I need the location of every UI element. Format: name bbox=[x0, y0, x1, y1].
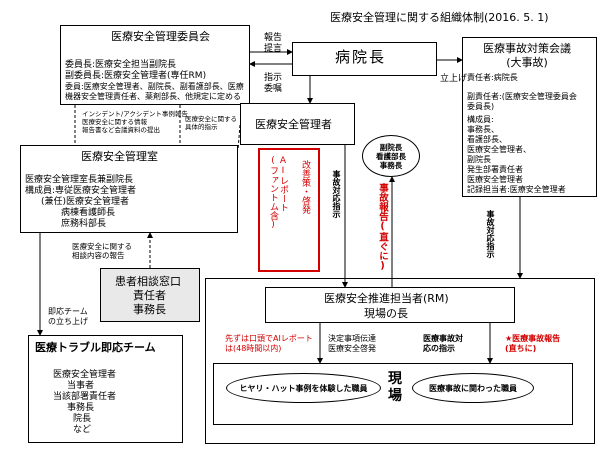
countermeasure-vice: 副責任者:(医療安全管理委員会 委員長) bbox=[467, 92, 577, 111]
trouble-team-line-2: 当事者 bbox=[67, 381, 95, 391]
safety-office-line-5: 庶務科部長 bbox=[61, 219, 107, 229]
vice-group-oval: 副院長 看護部長 事務長 bbox=[362, 135, 420, 177]
countermeasure-members-head: 構成員: bbox=[467, 115, 494, 124]
safety-manager: 医療安全管理者 bbox=[255, 118, 332, 131]
decision: 決定事項伝達 医療安全啓発 bbox=[328, 334, 376, 353]
countermeasure-member-6: 医療安全管理者 bbox=[467, 175, 523, 184]
field-label: 現 場 bbox=[388, 371, 402, 404]
involved-oval: 医療事故に関わった職員 bbox=[412, 373, 534, 403]
nearmiss-oval: ヒヤリ・ハット事例を体験した職員 bbox=[226, 373, 381, 403]
oral-first: 先ずは口頭でAIレポート は(48時間以内) bbox=[225, 334, 313, 353]
patient-window-line-1: 責任者 bbox=[133, 289, 166, 302]
safety-office-line-1: 医療安全管理室長兼副院長 bbox=[25, 175, 134, 185]
trouble-team-line-3: 当該部署責任者 bbox=[53, 392, 117, 402]
rm-sub: 現場の長 bbox=[364, 307, 408, 320]
star-report: ★医療事故報告 (直ちに) bbox=[505, 334, 561, 353]
accident-response-1: 事故対応指示 bbox=[332, 170, 341, 218]
report-label: 報告 提言 bbox=[264, 33, 283, 54]
countermeasure-member-2: 看護部長、 bbox=[467, 135, 507, 144]
countermeasure-title: 医療事故対策会議 (大事故) bbox=[483, 42, 571, 69]
instruction-note: 医療安全に関する 具体的指示 bbox=[185, 115, 237, 131]
trouble-team-line-4: 事務長 bbox=[67, 403, 95, 413]
safety-office-box: 医療安全管理室 医療安全管理室長兼副院長 構成員:専従医療安全管理者 (兼任)医… bbox=[20, 145, 238, 233]
improvement: 改善策・啓発 bbox=[300, 160, 310, 214]
rm-title: 医療安全推進担当者(RM) bbox=[324, 292, 449, 305]
committee-line-1: 委員長:医療安全担当副院長 bbox=[65, 60, 177, 70]
countermeasure-member-7: 記録担当者:医療安全管理者 bbox=[467, 185, 566, 194]
committee-title: 医療安全管理委員会 bbox=[111, 30, 210, 43]
countermeasure-member-5: 発生部署責任者 bbox=[467, 165, 523, 174]
patient-window-line-2: 事務長 bbox=[133, 303, 166, 316]
tateage-label: 立上げ bbox=[440, 74, 468, 84]
accident-report: 事故報告(直ぐに) bbox=[377, 183, 388, 272]
rm-box: 医療安全推進担当者(RM) 現場の長 bbox=[265, 287, 515, 323]
trouble-team-line-1: 医療安全管理者 bbox=[53, 370, 117, 380]
ai-report: AIレポート (ファントム含) bbox=[268, 156, 288, 230]
safety-manager-box: 医療安全管理者 bbox=[240, 103, 355, 145]
incident-note: インシデント/アクシデント事例報告 医療安全に関する情報 報告書など会議資料の提… bbox=[82, 110, 188, 134]
countermeasure-member-1: 事務長、 bbox=[467, 125, 499, 134]
chart-title: 医療安全管理に関する組織体制(2016. 5. 1) bbox=[330, 11, 549, 24]
trouble-team-line-5: 院長 bbox=[73, 414, 92, 424]
committee-line-4: 機器安全管理責任者、薬剤部長、他規定に定める bbox=[65, 92, 241, 101]
safety-office-title: 医療安全管理室 bbox=[81, 150, 158, 163]
rapid-launch: 即応チーム の立ち上げ bbox=[48, 307, 88, 326]
instruction-label: 指示 委嘱 bbox=[264, 73, 283, 94]
countermeasure-member-4: 副院長 bbox=[467, 155, 491, 164]
safety-office-line-2: 構成員:専従医療安全管理者 bbox=[25, 186, 137, 196]
accident-response-2: 事故対応指示 bbox=[486, 210, 495, 258]
committee-line-3: 委員:医療安全管理者、副院長、副看護部長、医療 bbox=[65, 82, 244, 91]
safety-office-line-4: 病棟看護師長 bbox=[61, 208, 116, 218]
countermeasure-member-3: 医療安全管理者、 bbox=[467, 145, 531, 154]
trouble-team-box: 医療トラブル即応チーム 医療安全管理者 当事者 当該部署責任者 事務長 院長 な… bbox=[28, 335, 183, 443]
countermeasure-box: 医療事故対策会議 (大事故) 責任者:病院長 副責任者:(医療安全管理委員会 委… bbox=[462, 37, 597, 197]
trouble-team-line-6: など bbox=[73, 425, 92, 435]
patient-window-title: 患者相談窓口 bbox=[115, 275, 181, 288]
trouble-team-title: 医療トラブル即応チーム bbox=[35, 341, 156, 354]
safety-office-line-3: (兼任)医療安全管理者 bbox=[41, 197, 130, 207]
ai-report-box: AIレポート (ファントム含) 改善策・啓発 bbox=[258, 148, 320, 272]
hospital-director: 病院長 bbox=[335, 48, 387, 66]
consult-report: 医療安全に関する 相談内容の報告 bbox=[72, 242, 132, 260]
accident-instruction: 医療事故対 応の指示 bbox=[423, 334, 463, 353]
hospital-director-box: 病院長 bbox=[292, 42, 437, 76]
patient-window-box: 患者相談窓口 責任者 事務長 bbox=[100, 268, 200, 322]
committee-line-2: 副委員長:医療安全管理者(専任RM) bbox=[65, 71, 207, 81]
countermeasure-chair: 責任者:病院長 bbox=[467, 73, 518, 82]
